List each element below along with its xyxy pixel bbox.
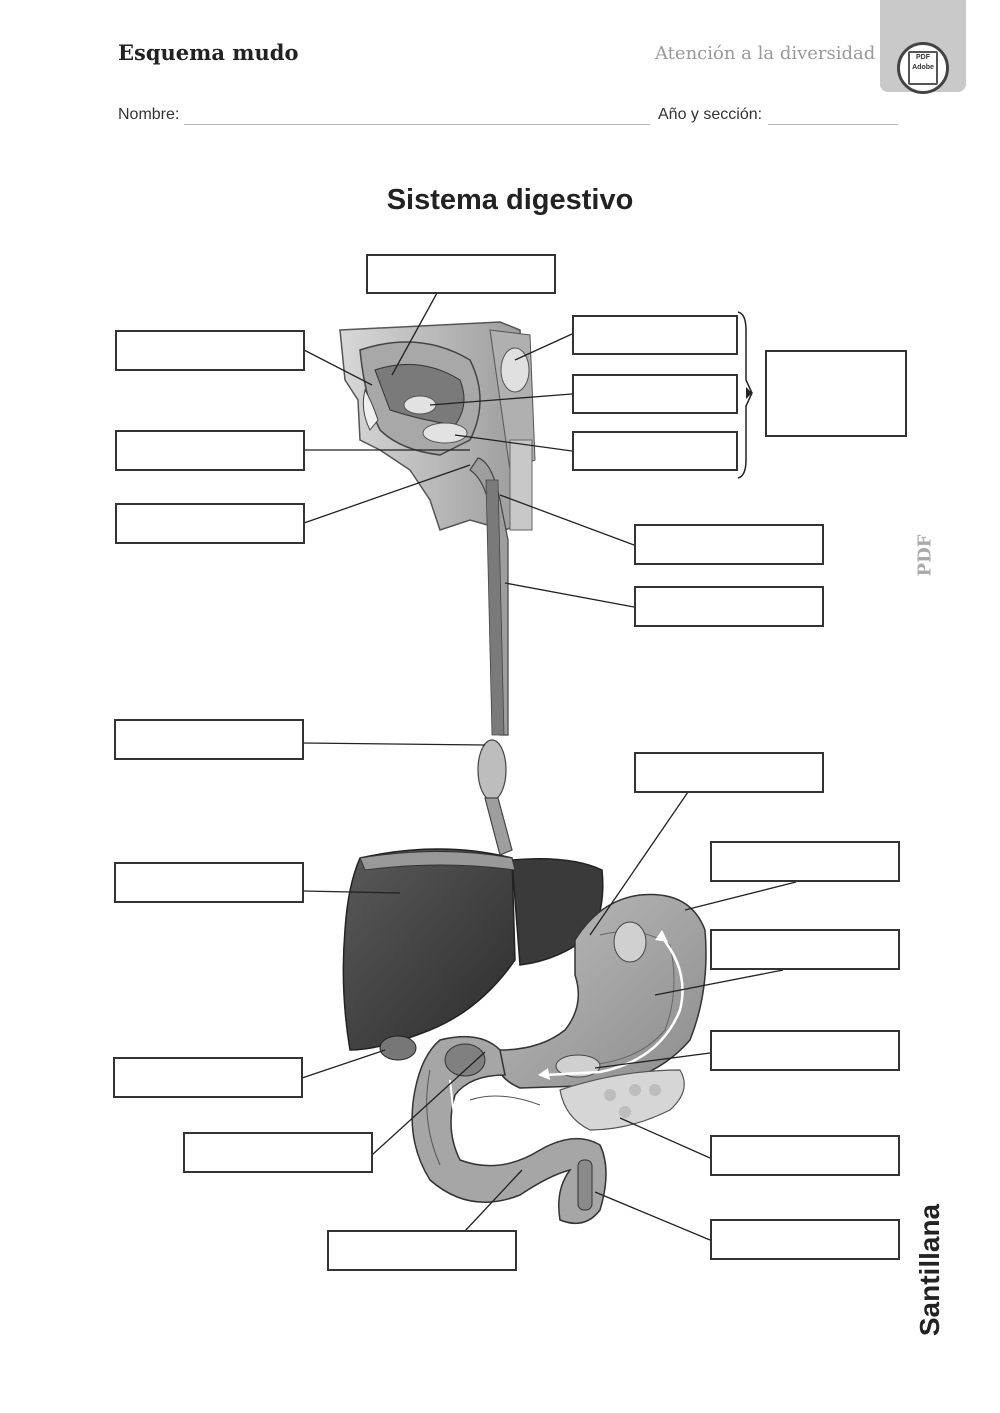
- label-box-sublingual-gland[interactable]: [572, 374, 738, 414]
- label-box-bolus[interactable]: [114, 719, 304, 760]
- side-format-label: PDF: [914, 534, 936, 577]
- section-title: Esquema mudo: [118, 40, 299, 65]
- label-box-tongue[interactable]: [115, 430, 305, 471]
- label-box-gallbladder[interactable]: [113, 1057, 303, 1098]
- label-box-stomach[interactable]: [710, 929, 900, 970]
- label-box-small-intestine[interactable]: [710, 1219, 900, 1260]
- pancreas: [559, 1069, 685, 1131]
- name-label: Nombre:: [118, 106, 180, 123]
- bracket-arrow: [746, 387, 752, 399]
- publisher-logo: Santillana: [914, 1203, 945, 1337]
- label-box-salivary-glands[interactable]: [765, 350, 907, 437]
- pdf-doc-glyph: PDF Adobe: [908, 51, 938, 85]
- intestines: [411, 1035, 607, 1225]
- leader-lines: [301, 292, 797, 1241]
- label-box-submandibular-gland[interactable]: [572, 431, 738, 471]
- esophagus: [469, 457, 513, 856]
- label-box-cardia[interactable]: [634, 752, 824, 793]
- section-line[interactable]: [768, 124, 898, 125]
- label-box-pylorus[interactable]: [710, 1030, 900, 1071]
- label-box-epiglottis[interactable]: [115, 503, 305, 544]
- label-box-mouth[interactable]: [115, 330, 305, 371]
- label-box-duodenum[interactable]: [327, 1230, 517, 1271]
- label-box-pancreas[interactable]: [710, 1135, 900, 1176]
- label-box-bile-duct[interactable]: [183, 1132, 373, 1173]
- name-line[interactable]: [184, 124, 650, 125]
- series-title: Atención a la diversidad: [655, 43, 876, 64]
- pdf-file-icon: PDF Adobe: [897, 42, 949, 94]
- label-box-esophagus[interactable]: [634, 586, 824, 627]
- badge-label: PDF: [916, 54, 930, 61]
- stomach: [496, 893, 707, 1089]
- label-box-liver[interactable]: [114, 862, 304, 903]
- section-label: Año y sección:: [658, 106, 763, 123]
- label-box-parotid-gland[interactable]: [572, 315, 738, 355]
- label-box-pharynx[interactable]: [634, 524, 824, 565]
- label-box-stomach-fundus[interactable]: [710, 841, 900, 882]
- worksheet-title: Sistema digestivo: [386, 184, 634, 216]
- label-box-palate[interactable]: [366, 254, 556, 294]
- badge-sub: Adobe: [912, 64, 934, 71]
- liver: [342, 848, 604, 1061]
- head-section: [339, 321, 536, 531]
